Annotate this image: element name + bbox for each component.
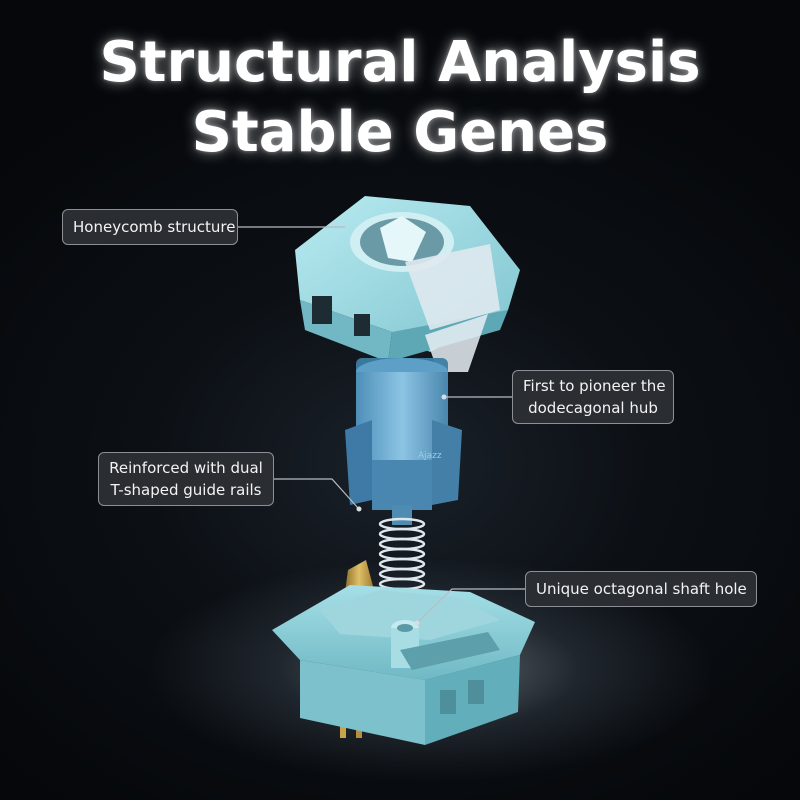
leader-line-shaft — [417, 588, 525, 623]
leader-lines — [238, 226, 525, 626]
top-housing — [295, 196, 520, 372]
callout-honeycomb-structure: Honeycomb structure — [62, 209, 238, 245]
leader-line-rails — [274, 478, 359, 509]
callout-dodecagonal-hub: First to pioneer the dodecagonal hub — [512, 370, 674, 424]
callout-rails-text-line-2: T-shaped guide rails — [110, 481, 262, 499]
callout-octagonal-shaft-hole: Unique octagonal shaft hole — [525, 571, 757, 607]
callout-shaft-text: Unique octagonal shaft hole — [536, 580, 747, 598]
leader-dot-rails — [356, 506, 362, 512]
callout-hub-text-line-2: dodecagonal hub — [528, 399, 658, 417]
stem: Ajazz — [345, 358, 462, 525]
page-title-line-2: Stable Genes — [191, 100, 609, 165]
callout-rails-text-line-1: Reinforced with dual — [109, 459, 263, 477]
page-title-line-1: Structural Analysis — [99, 30, 701, 95]
spring — [378, 517, 426, 601]
leader-dot-hub — [441, 394, 447, 400]
callout-hub-text-line-1: First to pioneer the — [523, 377, 666, 395]
callout-guide-rails: Reinforced with dual T-shaped guide rail… — [98, 452, 274, 506]
leader-dot-shaft — [414, 620, 420, 626]
bottom-housing — [272, 585, 535, 745]
stem-brand-marking: Ajazz — [418, 451, 442, 461]
callout-honeycomb-text: Honeycomb structure — [73, 218, 236, 236]
